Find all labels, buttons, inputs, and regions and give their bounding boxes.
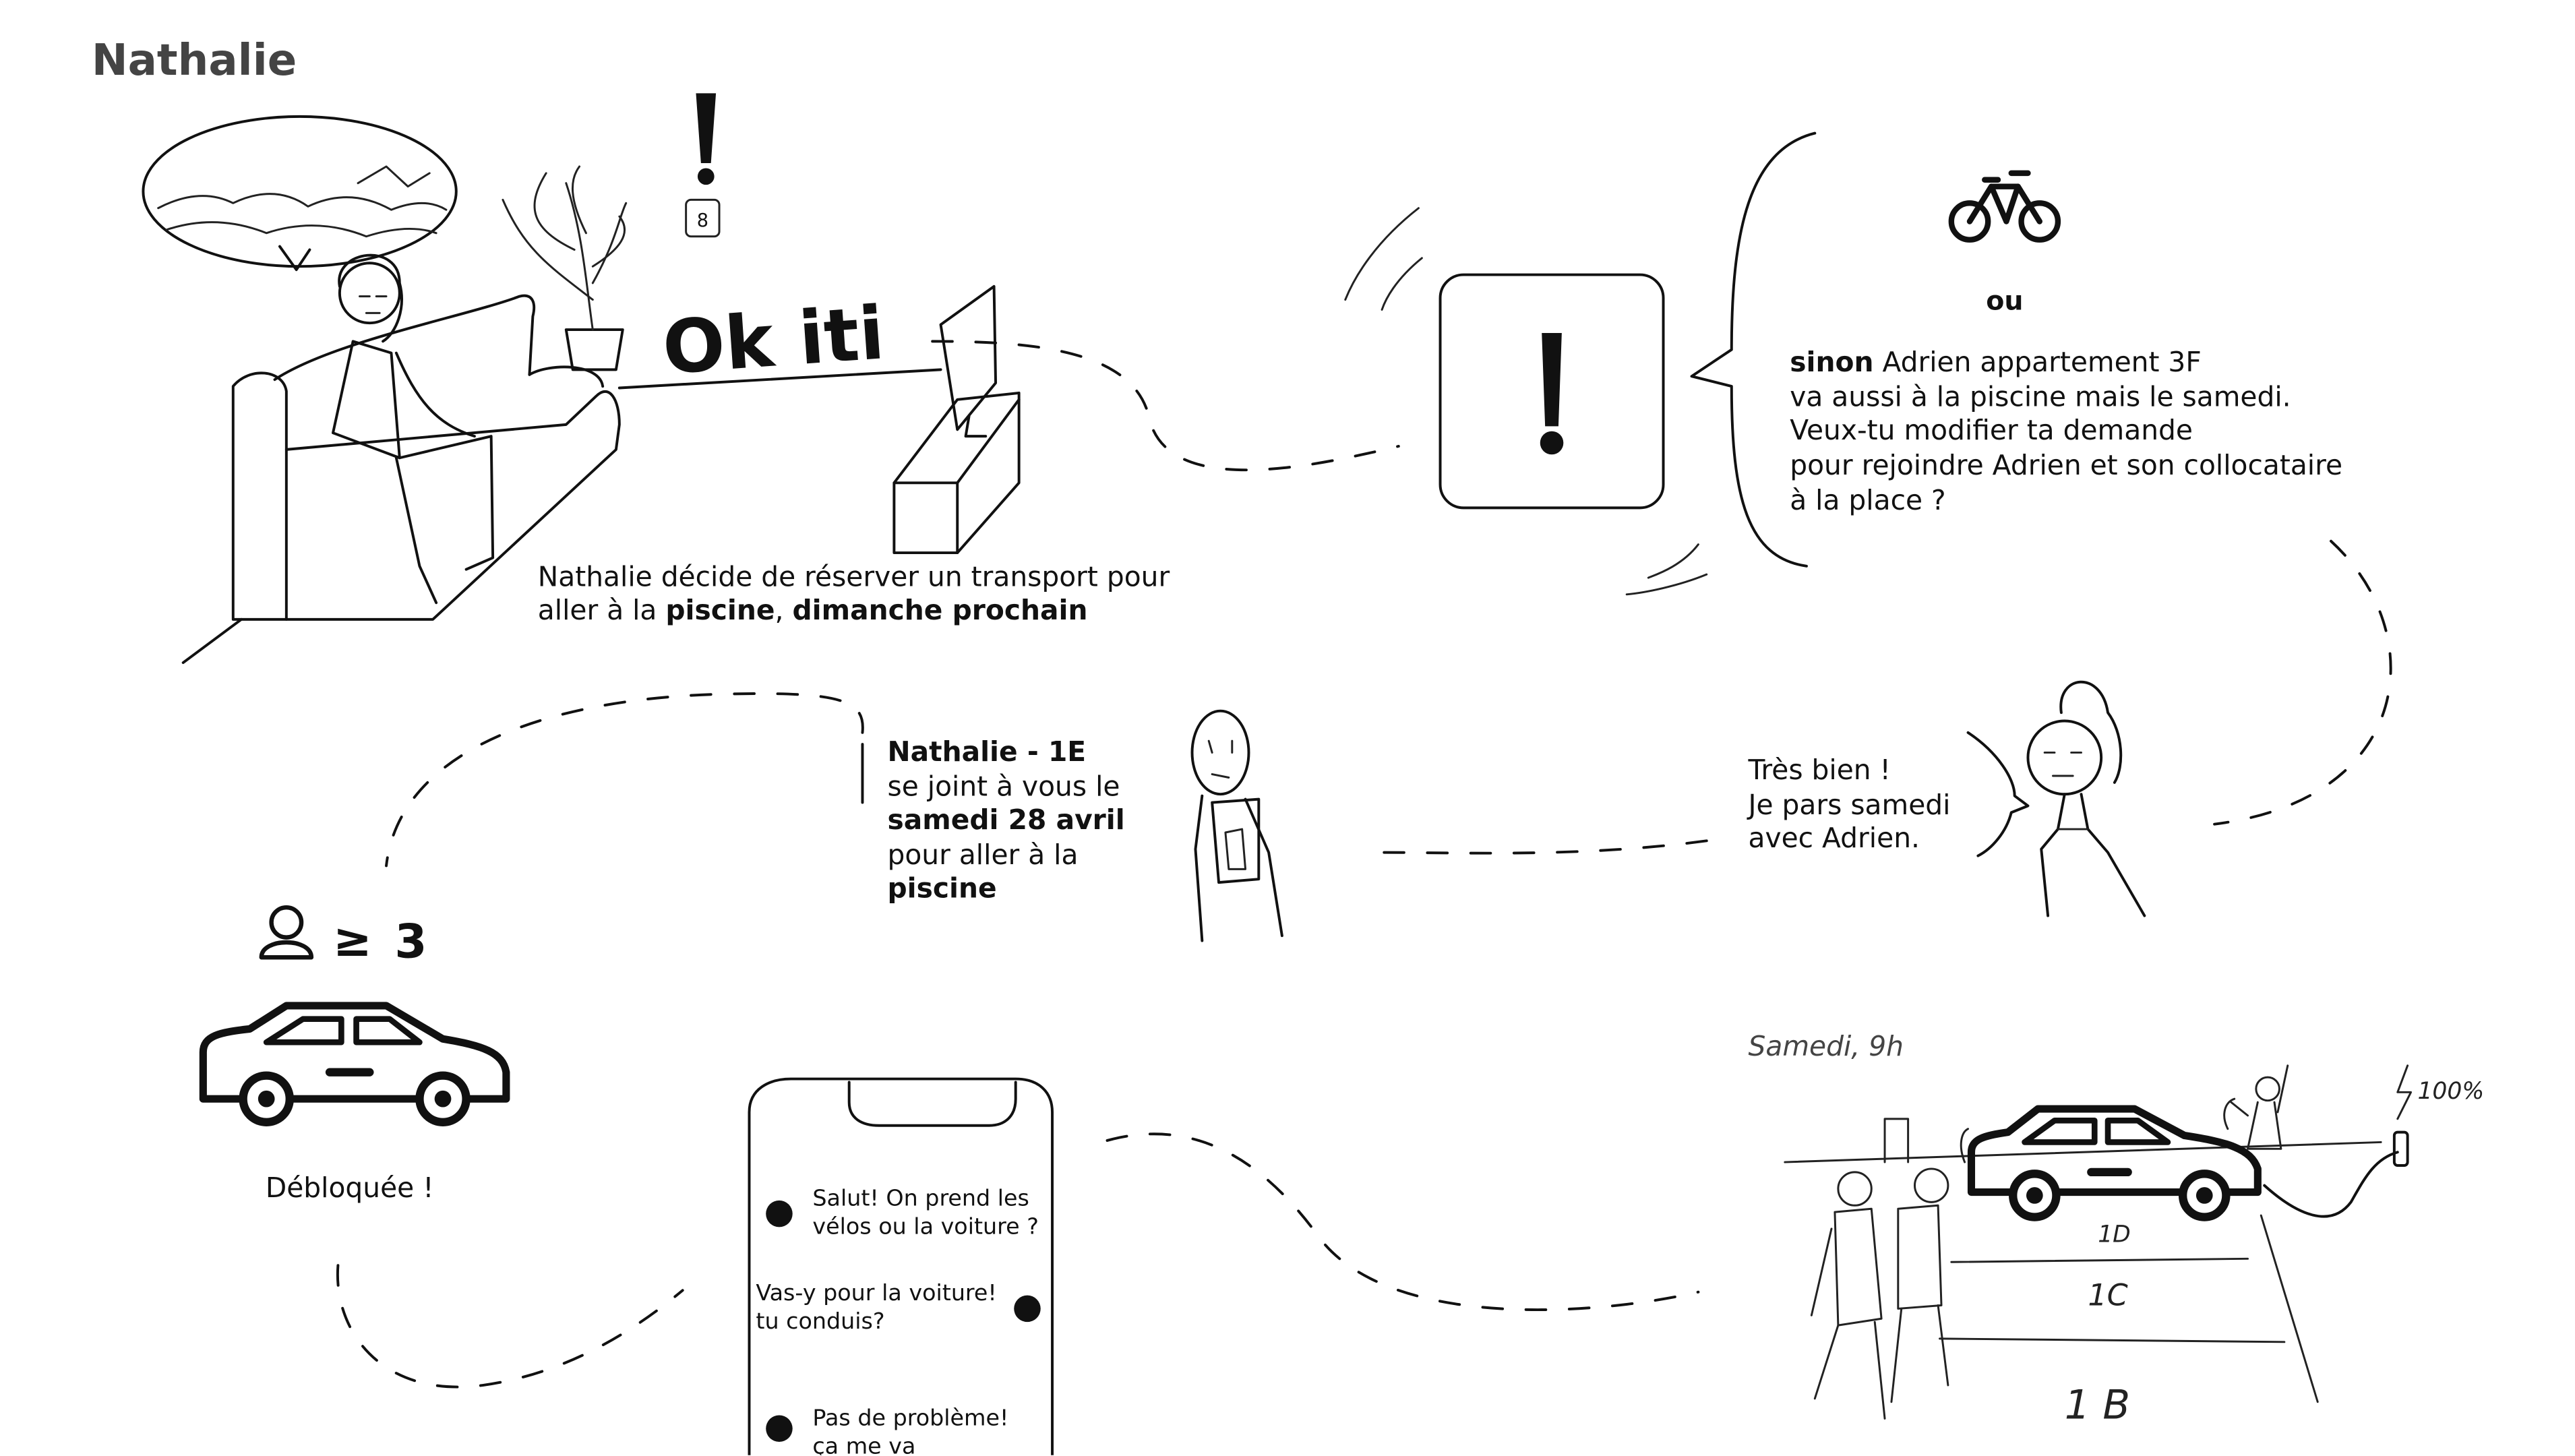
scene1-caption-day: dimanche prochain (792, 594, 1087, 626)
scene1-caption-separator: , (775, 594, 793, 626)
parking-spot-1b: 1 B (2065, 1381, 2130, 1428)
notification-line4: pour aller à la (888, 839, 1079, 871)
chat-message-3: Pas de problème! ça me va (766, 1404, 1016, 1455)
svg-text:Pas de problème! ça me v: Pas de problème! ça me va (812, 1404, 1016, 1455)
suggestion-otherwise: sinon (1790, 346, 1873, 378)
scene1-caption-line1: Nathalie décide de réserver un transport… (538, 560, 1170, 593)
person-waving (2223, 1064, 2289, 1150)
suggestion-text: sinon Adrien appartement 3F va aussi à l… (1790, 346, 2351, 516)
notification-text: Nathalie - 1E se joint à vous le samedi … (888, 735, 1134, 905)
reply-line2: Je pars samedi (1747, 789, 1951, 821)
parking-spot-1c: 1C (2088, 1278, 2127, 1312)
chat-message-1: Salut! On prend les vélos ou la voiture … (766, 1184, 1039, 1239)
voice-command-text: Ok iti (660, 290, 887, 391)
tv-illustration (892, 284, 1021, 555)
chat-msg3-line2: ça me va (812, 1432, 915, 1455)
notification-title: Nathalie - 1E (888, 735, 1087, 768)
chat-message-2: Vas-y pour la voiture! tu conduis? (756, 1279, 1041, 1334)
or-label: ou (1986, 285, 2023, 316)
suggestion-line2: va aussi à la piscine mais le samedi. (1790, 381, 2291, 413)
chat-msg1-line2: vélos ou la voiture ? (812, 1213, 1039, 1239)
reply-bracket (1966, 731, 2030, 857)
chat-msg2-line2: tu conduis? (756, 1308, 884, 1334)
two-people-walking (1810, 1167, 1949, 1420)
dream-bubble (142, 115, 458, 272)
suggestion-line3: Veux-tu modifier ta demande (1790, 414, 2193, 446)
battery-level: 100% (2417, 1078, 2484, 1105)
parking-spot-1d: 1D (2098, 1221, 2131, 1248)
suggestion-line5: à la place ? (1790, 484, 1945, 516)
svg-text:Salut! On prend les vélo: Salut! On prend les vélos ou la voiture … (812, 1184, 1039, 1239)
journey-path (336, 340, 2392, 1389)
threshold-count: 3 (394, 915, 427, 969)
notification-line2: se joint à vous le (888, 770, 1120, 803)
persona-title: Nathalie (92, 35, 297, 86)
threshold-symbol: ≥ (333, 913, 372, 967)
alert-exclamation (696, 93, 717, 185)
car-icon (199, 1002, 510, 1126)
nathalie-standing (2026, 680, 2146, 917)
chat-avatar-dot (766, 1415, 793, 1443)
notification-destination: piscine (888, 872, 997, 904)
charging-station-icon: 100% (2263, 1064, 2484, 1218)
scene1-caption-line2-prefix: aller à la (538, 594, 666, 626)
suggestion-bracket (1690, 131, 1817, 568)
notification-date: samedi 28 avril (888, 803, 1125, 836)
unlocked-label: Débloquée ! (266, 1172, 434, 1204)
scene1-caption-destination: piscine (665, 594, 775, 626)
user-icon (259, 905, 314, 960)
chat-msg2-line1: Vas-y pour la voiture! (756, 1279, 996, 1306)
chat-msg1-line1: Salut! On prend les (812, 1184, 1029, 1211)
speaker-digit: 8 (697, 210, 708, 231)
bicycle-icon (1948, 170, 2061, 243)
woman-on-sofa (332, 253, 495, 605)
chat-avatar-dot (766, 1200, 793, 1227)
smart-speaker-icon: 8 (685, 198, 721, 238)
scene1-caption: Nathalie décide de réserver un transport… (538, 560, 1178, 626)
departure-time: Samedi, 9h (1749, 1030, 1904, 1062)
plant-illustration (502, 165, 628, 371)
notification-alert-icon (1344, 207, 1708, 596)
reply-line3: avec Adrien. (1749, 822, 1920, 854)
chat-avatar-dot (1014, 1295, 1041, 1323)
suggestion-line1: Adrien appartement 3F (1874, 346, 2202, 378)
svg-text:Vas-y pour la voiture! t: Vas-y pour la voiture! tu conduis? (756, 1279, 1004, 1334)
phone-frame (748, 1077, 1054, 1455)
reply-text: Très bien ! Je pars samedi avec Adrien. (1747, 754, 1960, 854)
car-departure-icon (1967, 1105, 2262, 1221)
adrien-with-phone (1190, 709, 1283, 942)
reply-line1: Très bien ! (1748, 754, 1891, 786)
parking-illustration: 1D 1C 1 B (1784, 1118, 2382, 1428)
chat-msg3-line1: Pas de problème! (812, 1404, 1008, 1430)
suggestion-line4: pour rejoindre Adrien et son collocatair… (1790, 449, 2342, 481)
sofa-illustration (181, 294, 942, 665)
